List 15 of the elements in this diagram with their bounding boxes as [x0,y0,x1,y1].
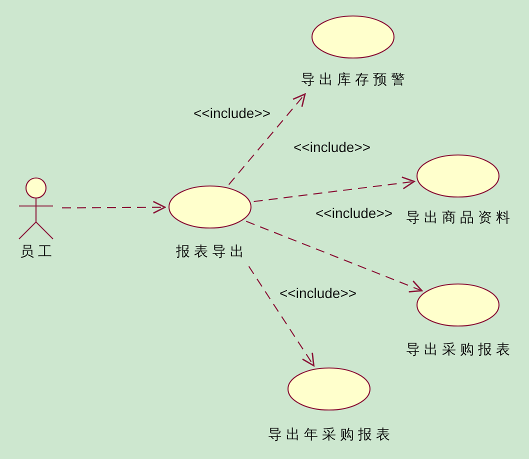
dashed-arrow [246,220,423,293]
edge-label: <<include>> [316,205,393,221]
edge-label: <<include>> [280,285,357,301]
dashed-arrow [254,176,415,202]
use-case-name: 导出商品资料 [406,209,514,227]
dashed-arrow [228,93,306,185]
dashed-arrow [62,200,166,214]
edge-label: <<include>> [294,139,371,155]
dashed-arrow [248,266,314,366]
use-case-name: 导出采购报表 [406,341,514,359]
edge-label: <<include>> [194,105,271,121]
use-case-name: 导出库存预警 [301,71,409,89]
use-case-name: 导出年采购报表 [268,426,394,444]
actor-name: 员工 [20,243,56,261]
use-case-name: 报表导出 [176,243,248,261]
